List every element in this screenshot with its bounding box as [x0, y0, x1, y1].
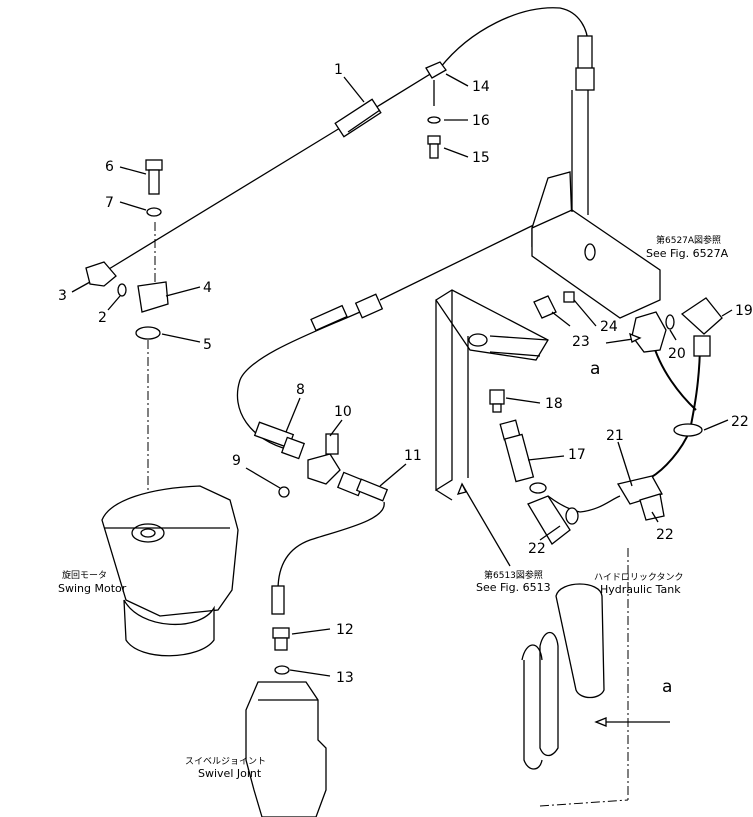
- ref-a-right: a: [662, 677, 672, 697]
- leader-lines: [71, 73, 733, 727]
- fitting-18: [489, 389, 505, 413]
- callout-11: 11: [404, 448, 422, 464]
- washer-16: [427, 116, 441, 124]
- hose-21: [527, 335, 711, 545]
- callout-3: 3: [58, 288, 67, 304]
- hose-17: [499, 419, 547, 494]
- hydraulic-tank-label-jp: ハイドロリックタンク: [594, 572, 683, 583]
- hose-8: [236, 293, 384, 460]
- fig6513-label-jp: 第6513図参照: [484, 569, 543, 581]
- fig6527a-label: See Fig. 6527A: [646, 247, 729, 260]
- pipe-bracket: [531, 90, 661, 319]
- fitting-12: [272, 627, 290, 651]
- ref-a-left: a: [590, 359, 600, 379]
- elbow-19: [680, 297, 723, 335]
- callout-8: 8: [296, 382, 305, 398]
- callout-4: 4: [203, 280, 212, 296]
- callout-23: 23: [572, 334, 590, 350]
- hose-8-upper: [379, 217, 549, 301]
- swivel-joint: [245, 681, 327, 817]
- callout-22-top: 22: [731, 414, 749, 430]
- callout-9: 9: [232, 453, 241, 469]
- callout-5: 5: [203, 337, 212, 353]
- callout-18: 18: [545, 396, 563, 412]
- swivel-joint-label: Swivel Joint: [198, 767, 262, 780]
- callout-15: 15: [472, 150, 490, 166]
- clamp-14: [425, 61, 447, 106]
- hydraulic-tank-label: Hydraulic Tank: [600, 583, 681, 596]
- washer-7: [146, 207, 162, 217]
- o-ring-13: [274, 665, 290, 675]
- o-ring-20: [665, 314, 675, 330]
- callout-1: 1: [334, 62, 343, 78]
- flange-4: [137, 281, 169, 313]
- frame-6513: [435, 289, 549, 501]
- swing-motor: [101, 485, 239, 657]
- bolt-6: [145, 159, 163, 195]
- hydraulic-tank: [521, 548, 629, 807]
- hose-1: [103, 7, 595, 273]
- fitting-24: [563, 291, 575, 303]
- bolt-15: [427, 135, 441, 159]
- callout-12: 12: [336, 622, 354, 638]
- callout-17: 17: [568, 447, 586, 463]
- captions: 旋回モータ Swing Motor スイベルジョイント Swivel Joint…: [58, 234, 729, 780]
- swivel-joint-label-jp: スイベルジョイント: [185, 757, 266, 767]
- callout-16: 16: [472, 113, 490, 129]
- callout-13: 13: [336, 670, 354, 686]
- o-ring-2: [117, 283, 127, 297]
- callout-6: 6: [105, 159, 114, 175]
- callout-21: 21: [606, 428, 624, 444]
- fig6527a-label-jp: 第6527A図参照: [656, 234, 721, 246]
- callout-numbers: 1 2 3 4 5 6 7 8 9 10 11 12 13 14 15 16 1…: [58, 62, 753, 686]
- tee-10: [307, 433, 341, 485]
- fig6513-label: See Fig. 6513: [476, 581, 551, 594]
- hose-11: [271, 471, 389, 615]
- callout-19: 19: [735, 303, 753, 319]
- swing-motor-label: Swing Motor: [58, 582, 127, 595]
- elbow-3: [85, 261, 117, 287]
- nipple-23: [533, 295, 557, 319]
- callout-7: 7: [105, 195, 114, 211]
- callout-10: 10: [334, 404, 352, 420]
- swing-motor-label-jp: 旋回モータ: [62, 569, 107, 581]
- o-ring-5: [135, 326, 161, 340]
- o-ring-9: [278, 486, 290, 498]
- callout-22-mid: 22: [656, 527, 674, 543]
- callout-2: 2: [98, 310, 107, 326]
- valve-6527a: [631, 311, 667, 353]
- callout-22-low: 22: [528, 541, 546, 557]
- callout-14: 14: [472, 79, 490, 95]
- callout-24: 24: [600, 319, 618, 335]
- callout-20: 20: [668, 346, 686, 362]
